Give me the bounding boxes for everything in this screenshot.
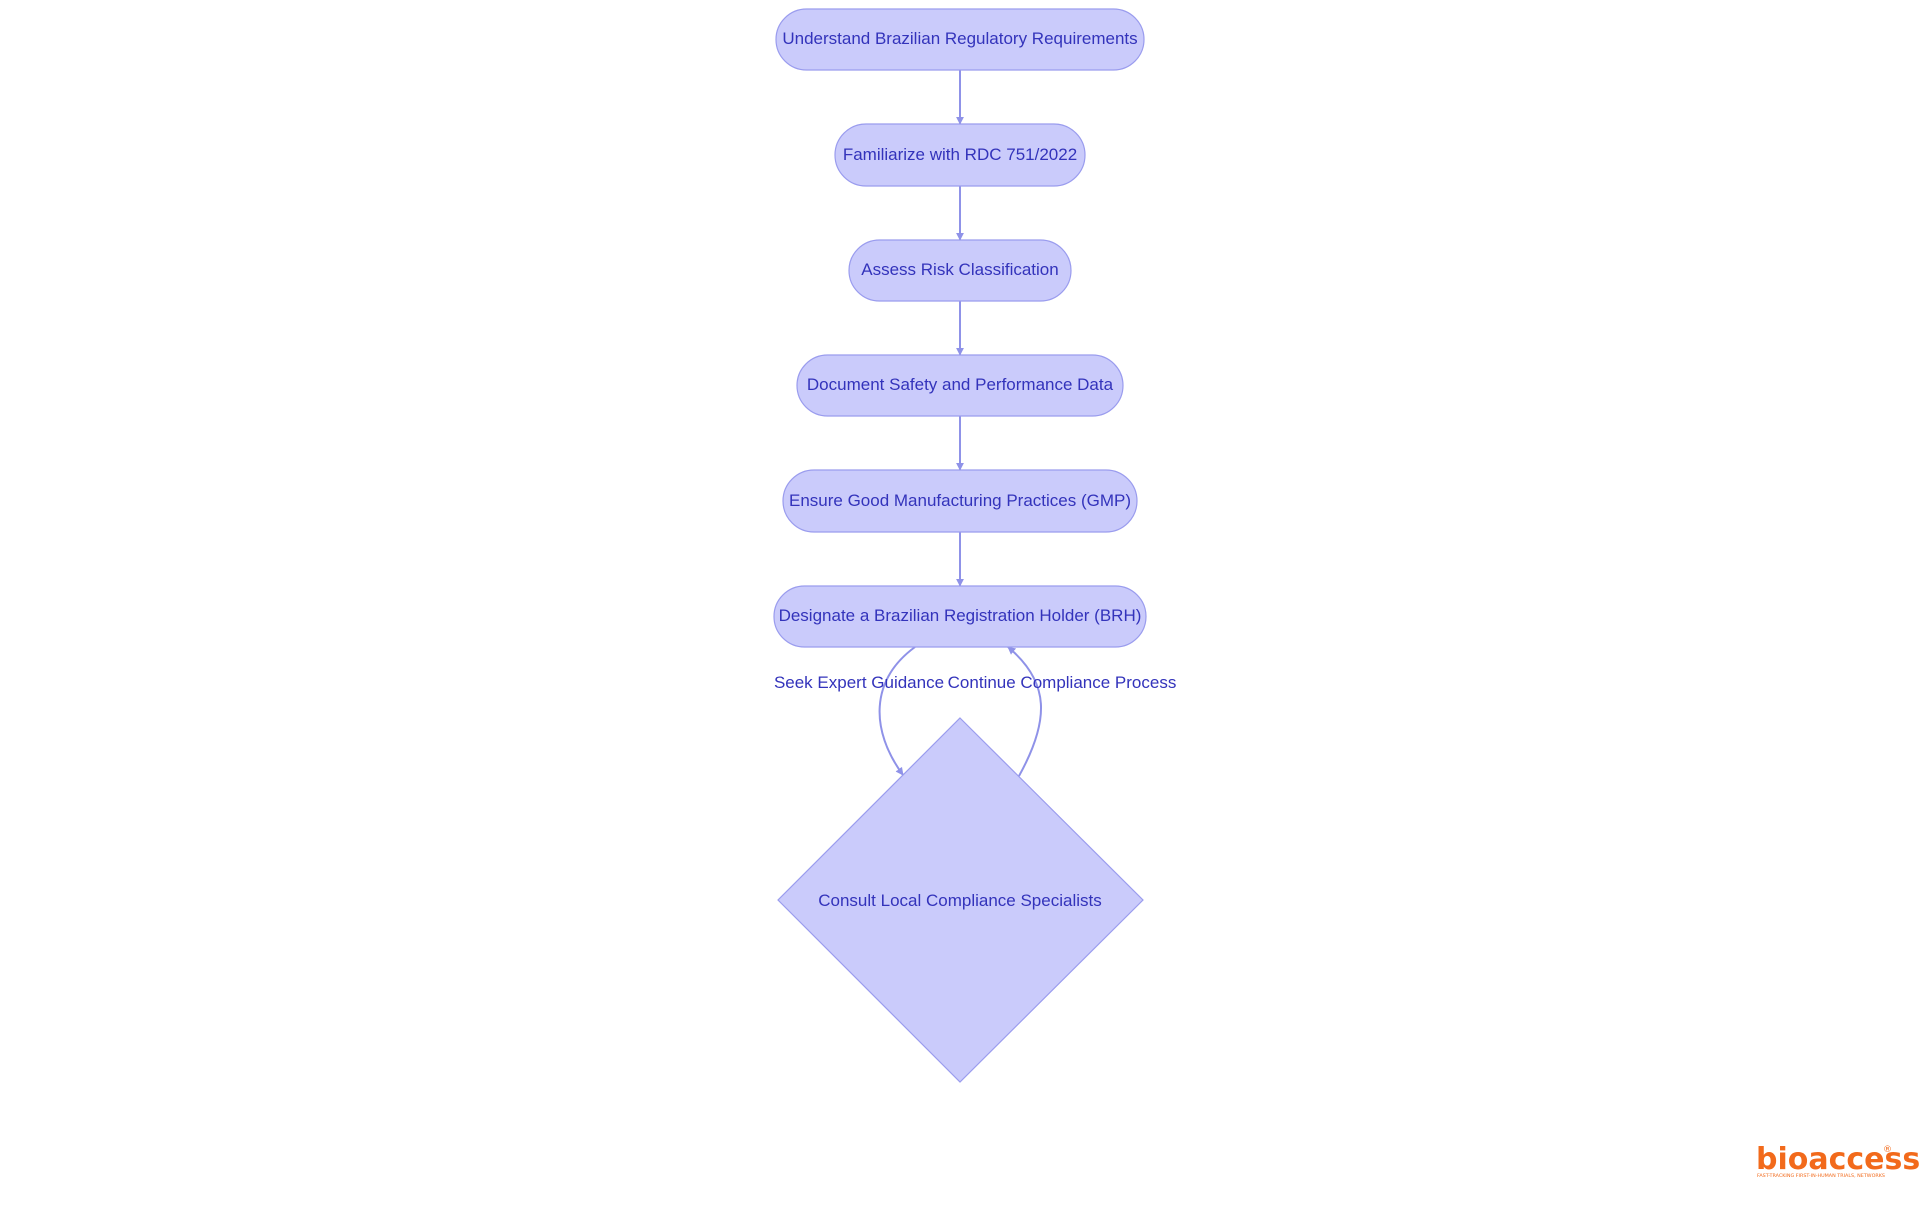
- node-step5: Ensure Good Manufacturing Practices (GMP…: [782, 469, 1138, 533]
- logo-tagline: FAST-TRACKING FIRST-IN-HUMAN TRIALS, NET…: [1757, 1173, 1885, 1179]
- node-step1-label: Understand Brazilian Regulatory Requirem…: [782, 29, 1137, 48]
- edge-label-continue: Continue Compliance Process: [948, 673, 1177, 692]
- connectors: [878, 70, 1043, 777]
- node-step6-shape: [773, 585, 1147, 648]
- node-step5-shape: [782, 469, 1138, 533]
- node-decision-label: Consult Local Compliance Specialists: [818, 891, 1101, 910]
- bioaccess-logo: bioaccess ® FAST-TRACKING FIRST-IN-HUMAN…: [1756, 1142, 1920, 1179]
- logo-registered-mark: ®: [1883, 1145, 1892, 1155]
- node-step1: Understand Brazilian Regulatory Requirem…: [775, 8, 1145, 71]
- edge-label-seek: Seek Expert Guidance: [774, 673, 944, 692]
- node-step2: Familiarize with RDC 751/2022: [834, 123, 1086, 187]
- node-step4-label: Document Safety and Performance Data: [807, 375, 1114, 394]
- node-step2-shape: [834, 123, 1086, 187]
- node-decision-shape: [777, 717, 1144, 1083]
- node-step4-shape: [796, 354, 1124, 417]
- node-step4: Document Safety and Performance Data: [796, 354, 1124, 417]
- node-step2-label: Familiarize with RDC 751/2022: [843, 145, 1077, 164]
- node-step3-label: Assess Risk Classification: [861, 260, 1058, 279]
- node-step3: Assess Risk Classification: [848, 239, 1072, 302]
- node-step6-label: Designate a Brazilian Registration Holde…: [779, 606, 1142, 625]
- edge-step6-decision: [878, 646, 916, 776]
- logo-wordmark: bioaccess: [1756, 1142, 1920, 1177]
- node-decision: Consult Local Compliance Specialists: [777, 717, 1144, 1083]
- node-step1-shape: [775, 8, 1145, 71]
- edge-decision-step6: [1007, 646, 1043, 777]
- node-step6: Designate a Brazilian Registration Holde…: [773, 585, 1147, 648]
- node-step5-label: Ensure Good Manufacturing Practices (GMP…: [789, 491, 1131, 510]
- node-step3-shape: [848, 239, 1072, 302]
